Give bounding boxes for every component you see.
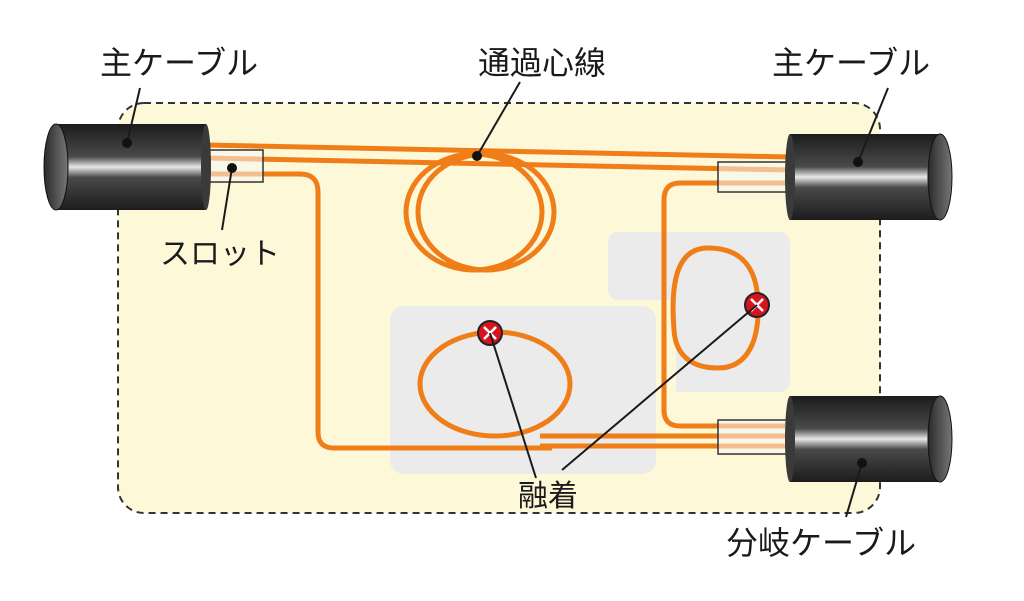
main-cable-left xyxy=(43,123,211,211)
slot-sleeve-right-top xyxy=(717,161,791,193)
splice-tray-left xyxy=(390,306,656,474)
passing-fiber xyxy=(202,142,793,173)
slot-sleeve-right-bottom xyxy=(717,419,791,455)
main-cable-right xyxy=(785,133,953,221)
label-fusion: 融着 xyxy=(518,479,578,514)
label-main-cable-right: 主ケーブル xyxy=(772,44,930,82)
leader-lines xyxy=(126,81,889,518)
label-main-cable-left: 主ケーブル xyxy=(100,44,258,82)
branch-cable xyxy=(785,395,953,483)
splice-tray-right xyxy=(608,232,790,392)
label-slot: スロット xyxy=(160,237,280,272)
label-passing-fiber: 通過心線 xyxy=(478,44,606,82)
leader-dots xyxy=(122,138,867,468)
fiber-right-slot-path xyxy=(661,180,785,429)
label-branch-cable: 分岐ケーブル xyxy=(726,524,916,562)
fiber-left-slot-path xyxy=(210,171,552,451)
fiber-loop-right-tray xyxy=(670,245,761,371)
